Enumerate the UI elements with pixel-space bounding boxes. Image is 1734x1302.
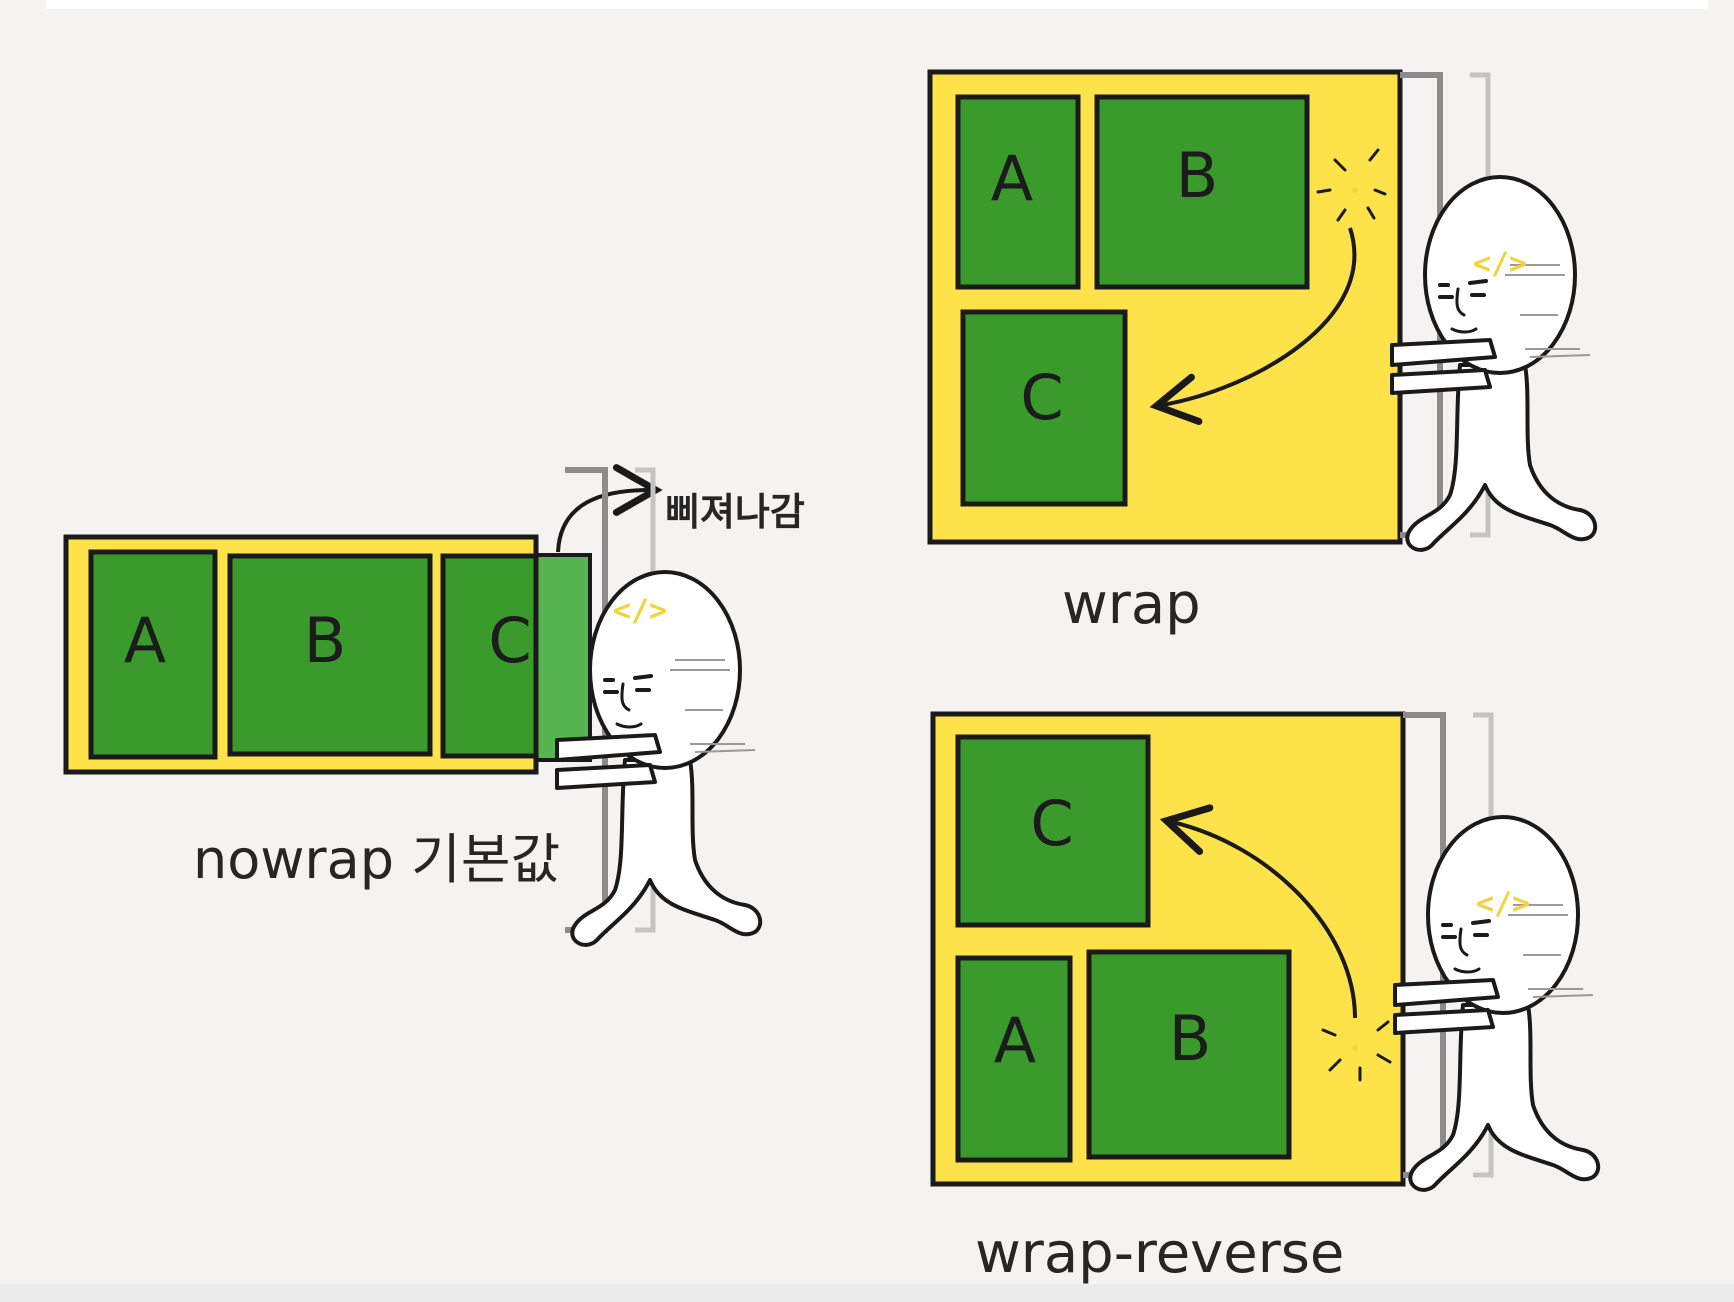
wrap-item-a (955, 94, 1081, 290)
wrap-item-c-label: C (1020, 361, 1063, 434)
wrap-reverse-caption: wrap-reverse (975, 1221, 1344, 1286)
wrap-reverse-diagram: C A B </> wrap-reverse (930, 711, 1598, 1286)
nowrap-overflow-segment (534, 553, 592, 762)
nowrap-item-b (227, 553, 433, 757)
wrap-reverse-item-a (955, 955, 1073, 1163)
nowrap-item-a-label: A (124, 604, 166, 677)
nowrap-caption: nowrap 기본값 (193, 828, 560, 891)
wrap-item-a-label: A (991, 142, 1033, 215)
pushing-character-wrap (1392, 75, 1595, 550)
character-emblem-wrap-reverse: </> (1476, 887, 1530, 922)
wrap-item-b-label: B (1176, 139, 1219, 212)
nowrap-diagram: A B C 삐져나감 </> nowrap 기본값 (63, 464, 805, 945)
top-strip (46, 0, 1708, 9)
impact-sparkle-wrap-reverse (1321, 1020, 1392, 1082)
nowrap-item-c (440, 553, 539, 759)
wrap-reverse-item-a-label: A (994, 1004, 1036, 1077)
wrap-reverse-item-b-label: B (1169, 1002, 1212, 1075)
bottom-strip (0, 1284, 1734, 1302)
pushing-character-wrap-reverse (1395, 715, 1598, 1190)
overflow-note: 삐져나감 (665, 490, 805, 534)
wrap-reverse-item-b (1086, 949, 1292, 1160)
impact-sparkle-wrap (1316, 148, 1387, 222)
wrap-caption: wrap (1062, 572, 1201, 637)
wrap-item-c (960, 309, 1128, 507)
wrap-item-b (1094, 94, 1310, 290)
nowrap-item-c-label: C (488, 604, 531, 677)
wrap-reverse-item-c-label: C (1030, 787, 1073, 860)
nowrap-item-a (88, 549, 218, 760)
overflow-arrow (556, 464, 663, 553)
wrap-reverse-item-c (955, 734, 1151, 928)
character-emblem-wrap: </> (1473, 247, 1527, 282)
character-emblem-nowrap: </> (613, 594, 667, 629)
wrap-diagram: A B C </> wrap (927, 69, 1595, 637)
nowrap-item-b-label: B (304, 604, 347, 677)
wrap-arrow (1149, 227, 1357, 425)
wrap-reverse-arrow (1159, 804, 1357, 1019)
